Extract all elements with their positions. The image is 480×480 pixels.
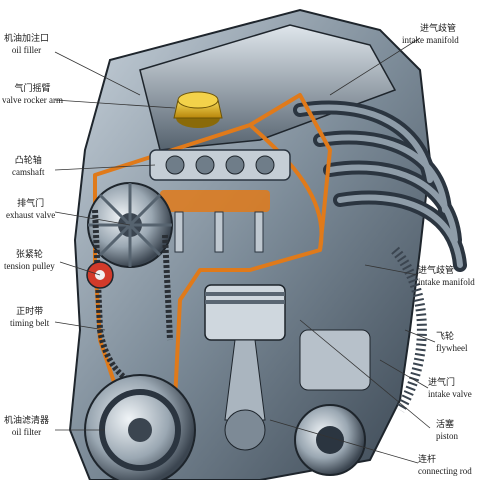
label-intake-valve: 进气门 intake valve (428, 378, 472, 400)
label-camshaft-cn: 凸轮轴 (14, 156, 42, 166)
label-oil-filter-en: oil filter (11, 427, 42, 437)
leader-lines (54, 37, 436, 464)
cutaway-outline (93, 93, 332, 402)
label-intake-manifold-top: 进气歧管 intake manifold (402, 24, 459, 46)
label-oil-filter: 机油滤清器 oil filter (4, 416, 49, 438)
label-timing-belt-cn: 正时带 (16, 307, 44, 317)
label-tension-pulley-cn: 张紧轮 (15, 250, 43, 260)
label-valve-rocker-arm-en: valve rocker arm (2, 95, 63, 105)
oil-filler-cap (173, 91, 223, 128)
label-valve-rocker-arm: 气门摇臂 valve rocker arm (2, 84, 63, 106)
label-flywheel-cn: 飞轮 (436, 332, 455, 342)
label-camshaft-en: camshaft (12, 167, 45, 177)
label-intake-valve-cn: 进气门 (428, 378, 456, 388)
label-connecting-rod-en: connecting rod (418, 466, 472, 476)
label-intake-manifold-mid-en: intake manifold (418, 277, 475, 287)
label-exhaust-valve-cn: 排气门 (17, 199, 45, 209)
tension-pulley-shape (86, 261, 114, 289)
label-flywheel: 飞轮 flywheel (436, 332, 468, 354)
label-piston-cn: 活塞 (436, 420, 455, 430)
label-exhaust-valve: 排气门 exhaust valve (6, 199, 55, 221)
camshaft-assembly (149, 149, 291, 253)
label-camshaft: 凸轮轴 camshaft (12, 156, 44, 178)
label-intake-manifold-top-en: intake manifold (402, 35, 459, 45)
label-valve-rocker-arm-cn: 气门摇臂 (14, 84, 51, 94)
label-tension-pulley-en: tension pulley (4, 261, 55, 271)
label-tension-pulley: 张紧轮 tension pulley (4, 250, 55, 272)
lower-components (294, 329, 371, 476)
label-intake-manifold-top-cn: 进气歧管 (420, 24, 457, 34)
label-connecting-rod: 连杆 connecting rod (418, 455, 472, 477)
label-exhaust-valve-en: exhaust valve (6, 210, 56, 220)
piston-shape (204, 284, 286, 451)
label-flywheel-en: flywheel (436, 343, 468, 353)
label-oil-filler-en: oil filler (11, 45, 42, 55)
label-intake-manifold-mid-cn: 进气歧管 (418, 266, 455, 276)
label-oil-filler: 机油加注口 oil filler (4, 34, 49, 56)
label-intake-valve-en: intake valve (428, 389, 472, 399)
label-connecting-rod-cn: 连杆 (418, 455, 437, 465)
label-timing-belt: 正时带 timing belt (10, 307, 49, 329)
label-piston: 活塞 piston (436, 420, 458, 442)
label-oil-filler-cn: 机油加注口 (4, 34, 50, 44)
label-oil-filter-cn: 机油滤清器 (4, 416, 50, 426)
crank-pulley (84, 374, 196, 480)
label-timing-belt-en: timing belt (10, 318, 50, 328)
label-intake-manifold-mid: 进气歧管 intake manifold (418, 266, 475, 288)
label-piston-en: piston (436, 431, 459, 441)
